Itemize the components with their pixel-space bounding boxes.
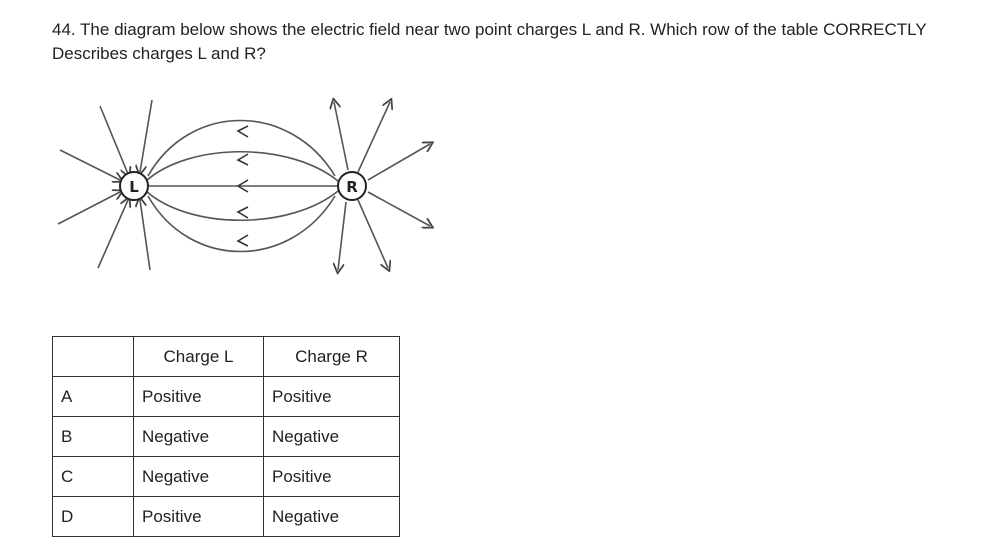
field-line-R-4 xyxy=(367,191,430,226)
field-line-L-2 xyxy=(140,99,153,172)
answer-table: Charge L Charge R A Positive Positive B … xyxy=(52,336,400,537)
field-line-L-1 xyxy=(99,105,128,174)
row-option: B xyxy=(52,416,134,457)
field-line-arc-bottom-outer xyxy=(147,195,336,253)
table-row: D Positive Negative xyxy=(52,496,400,537)
row-charge-l: Negative xyxy=(133,416,264,457)
row-charge-l: Positive xyxy=(133,376,264,417)
row-option: A xyxy=(52,376,134,417)
row-charge-r: Negative xyxy=(263,496,400,537)
row-option: D xyxy=(52,496,134,537)
charge-R-label: R xyxy=(346,178,358,196)
table-row: C Negative Positive xyxy=(52,456,400,497)
charge-R xyxy=(337,171,367,201)
arrowhead-center xyxy=(236,179,249,193)
row-charge-l: Positive xyxy=(133,496,264,537)
table-row: B Negative Negative xyxy=(52,416,400,457)
field-line-arc-bottom-inner xyxy=(145,190,339,221)
field-line-R-5 xyxy=(338,201,347,270)
field-line-arc-top-outer xyxy=(147,119,336,177)
field-line-R-2 xyxy=(357,102,390,173)
field-line-L-4 xyxy=(57,192,120,225)
row-charge-r: Positive xyxy=(263,456,400,497)
question-text: 44. The diagram below shows the electric… xyxy=(52,20,927,63)
field-line-arc-top-inner xyxy=(145,151,339,182)
arrowhead-arc-bottom-outer xyxy=(236,234,249,247)
charge-L xyxy=(119,171,149,201)
field-line-L-5 xyxy=(97,200,128,269)
row-charge-r: Negative xyxy=(263,416,400,457)
row-charge-r: Positive xyxy=(263,376,400,417)
field-line-R-3 xyxy=(367,144,430,181)
field-line-L-3 xyxy=(59,149,120,180)
arrowhead-arc-bottom-inner xyxy=(236,206,249,219)
header-charge-r: Charge R xyxy=(263,336,400,377)
charge-L-label: L xyxy=(129,178,139,196)
arrowhead-arc-top-outer xyxy=(236,125,249,138)
header-charge-l: Charge L xyxy=(133,336,264,377)
arrowhead-arc-top-inner xyxy=(236,153,249,166)
row-option: C xyxy=(52,456,134,497)
electric-field-diagram: L R xyxy=(57,92,440,282)
header-cell-blank xyxy=(52,336,134,377)
field-line-R-1 xyxy=(334,102,349,171)
field-line-R-6 xyxy=(357,199,388,268)
table-row: A Positive Positive xyxy=(52,376,400,417)
table-header-row: Charge L Charge R xyxy=(52,336,400,377)
row-charge-l: Negative xyxy=(133,456,264,497)
field-line-L-6 xyxy=(140,200,151,271)
